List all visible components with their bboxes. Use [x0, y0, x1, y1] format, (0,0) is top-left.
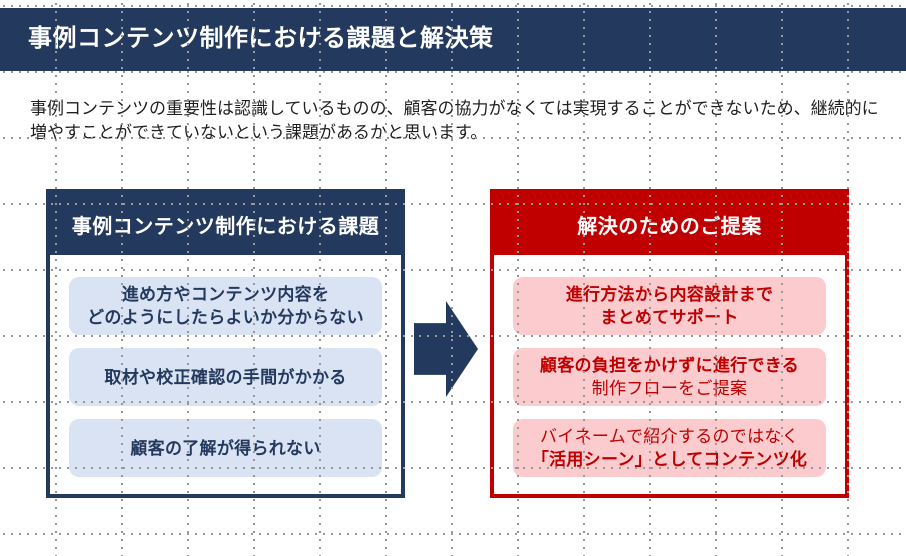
challenge-item-1-line-1: 進め方やコンテンツ内容を — [121, 285, 330, 304]
intro-text: 事例コンテンツの重要性は認識しているものの、顧客の協力がなくては実現することがで… — [30, 99, 879, 142]
page-title: 事例コンテンツ制作における課題と解決策 — [28, 25, 494, 53]
solution-item-3-line-1: バイネームで紹介するのではなく — [540, 427, 799, 446]
challenge-item-1: 進め方やコンテンツ内容を どのようにしたらよいか分からない — [69, 277, 382, 335]
right-block-arrow-icon — [414, 301, 478, 397]
solution-item-2-line-1: 顧客の負担をかけずに進行できる — [539, 356, 800, 375]
solution-item-1: 進行方法から内容設計まで まとめてサポート — [513, 277, 826, 335]
challenge-item-2-line-1: 取材や校正確認の手間がかかる — [104, 367, 347, 387]
solution-item-3: バイネームで紹介するのではなく 「活用シーン」としてコンテンツ化 — [513, 419, 826, 477]
solution-item-3-line-2: 「活用シーン」としてコンテンツ化 — [531, 450, 808, 469]
solutions-panel-header: 解決のためのご提案 — [494, 193, 845, 255]
challenge-item-3-line-1: 顧客の了解が得られない — [130, 438, 321, 458]
solution-item-1-line-1: 進行方法から内容設計まで — [565, 285, 774, 304]
challenges-panel-body: 進め方やコンテンツ内容を どのようにしたらよいか分からない 取材や校正確認の手間… — [50, 255, 401, 477]
solutions-panel-body: 進行方法から内容設計まで まとめてサポート 顧客の負担をかけずに進行できる 制作… — [494, 255, 845, 477]
solution-item-1-line-2: まとめてサポート — [600, 308, 739, 327]
challenges-panel: 事例コンテンツ制作における課題 進め方やコンテンツ内容を どのようにしたらよいか… — [46, 189, 405, 498]
solution-item-2: 顧客の負担をかけずに進行できる 制作フローをご提案 — [513, 348, 826, 406]
challenge-item-3: 顧客の了解が得られない — [69, 419, 382, 477]
solution-item-2-line-2: 制作フローをご提案 — [591, 379, 748, 398]
challenge-item-2: 取材や校正確認の手間がかかる — [69, 348, 382, 406]
solutions-panel: 解決のためのご提案 進行方法から内容設計まで まとめてサポート 顧客の負担をかけ… — [490, 189, 849, 498]
slide-title-bar: 事例コンテンツ制作における課題と解決策 — [0, 8, 906, 71]
challenges-panel-header: 事例コンテンツ制作における課題 — [50, 193, 401, 255]
challenge-item-1-line-2: どのようにしたらよいか分からない — [87, 308, 364, 327]
